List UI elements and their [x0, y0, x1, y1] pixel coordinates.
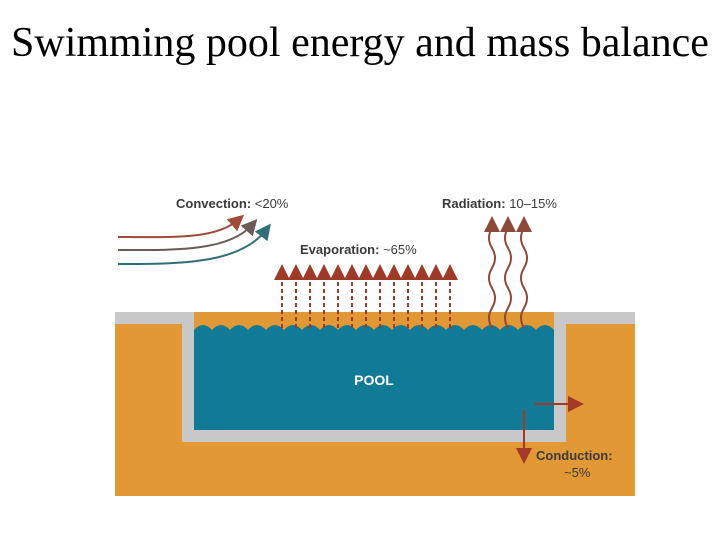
pool-label: POOL: [354, 372, 394, 388]
radiation-arrow: [484, 216, 500, 329]
conduction-label: Conduction:: [536, 448, 613, 463]
convection-label: Convection: <20%: [176, 196, 289, 211]
convection-arrow: [117, 214, 245, 239]
radiation-label: Radiation: 10–15%: [442, 196, 557, 211]
pool-water: [194, 330, 554, 430]
conduction-value: ~5%: [564, 465, 591, 480]
convection-arrow: [117, 219, 258, 252]
evaporation-arrows: [274, 264, 458, 328]
convection-arrow: [117, 223, 271, 265]
radiation-arrow: [500, 216, 516, 329]
water-surface: [194, 325, 554, 338]
evaporation-label: Evaporation: ~65%: [300, 242, 417, 257]
slide-title: Swimming pool energy and mass balance: [11, 20, 709, 66]
pool-energy-diagram: POOL Convection: <20% Radiation: 10–15% …: [115, 196, 635, 496]
radiation-arrow: [516, 216, 532, 329]
